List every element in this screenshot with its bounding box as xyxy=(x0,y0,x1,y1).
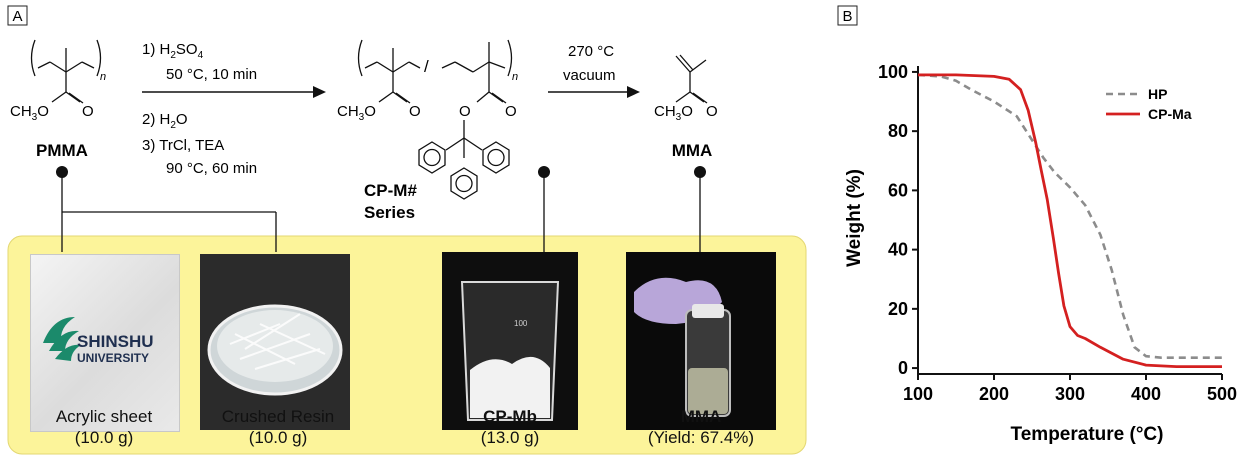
pyrolysis-condition: vacuum xyxy=(563,67,616,84)
legend-label-hp: HP xyxy=(1148,86,1167,102)
pmma-structure xyxy=(30,39,102,104)
caption-acrylic-sheet-line2: (10.0 g) xyxy=(74,428,134,447)
y-tick-label: 20 xyxy=(888,299,908,319)
pmma-carbonyl-o: O xyxy=(82,103,94,120)
mma-name: MMA xyxy=(672,141,713,160)
panel-a-label: A xyxy=(12,8,22,25)
svg-text:SHINSHU: SHINSHU xyxy=(77,332,154,351)
petri-dish-icon xyxy=(207,304,343,396)
y-tick-label: 0 xyxy=(898,358,908,378)
series-line-hp xyxy=(917,73,1222,359)
y-tick-label: 100 xyxy=(878,62,908,82)
condition-step-3: 90 °C, 60 min xyxy=(166,160,257,177)
panel-b-label: B xyxy=(842,8,852,25)
reaction-arrow-1-head xyxy=(313,86,326,98)
panel-b-label-box xyxy=(837,5,858,26)
reagent-step-1: 1) H2SO4 xyxy=(142,41,204,61)
mma-carbonyl-o: O xyxy=(706,103,718,120)
caption-cp-mb-line2: (13.0 g) xyxy=(480,428,540,447)
cp-slash: / xyxy=(424,57,429,76)
y-axis-label: Weight (%) xyxy=(844,169,865,267)
caption-acrylic-sheet-line1: Acrylic sheet xyxy=(55,407,153,426)
pmma-name: PMMA xyxy=(36,141,88,160)
cp-structure xyxy=(357,39,513,200)
panel-a-label-box xyxy=(7,5,28,26)
caption-cp-mb-line1: CP-Mb xyxy=(483,407,537,426)
svg-text:100: 100 xyxy=(514,319,528,328)
pmma-methoxy: CH3O xyxy=(10,103,49,123)
pmma-n: n xyxy=(100,71,106,83)
chart-series xyxy=(917,73,1222,368)
reaction-arrow-2-head xyxy=(627,86,640,98)
y-tick-label: 40 xyxy=(888,240,908,260)
caption-crushed-resin: Crushed Resin (10.0 g) xyxy=(192,407,364,448)
connector-dot-mma xyxy=(694,166,706,178)
reagent-step-3: 3) TrCl, TEA xyxy=(142,137,224,154)
x-tick-label: 100 xyxy=(903,384,933,404)
pyrolysis-temp: 270 °C xyxy=(568,43,614,60)
x-tick-label: 500 xyxy=(1207,384,1237,404)
mma-structure xyxy=(675,54,708,104)
caption-cp-mb: CP-Mb (13.0 g) xyxy=(424,407,596,448)
y-tick-label: 60 xyxy=(888,180,908,200)
caption-mma-line1: MMA xyxy=(680,407,722,426)
cp-carbonyl-o: O xyxy=(409,103,421,120)
series-line-cp-ma xyxy=(918,73,1222,368)
caption-crushed-resin-line1: Crushed Resin xyxy=(221,407,335,426)
photo-cp-mb: 100 xyxy=(442,252,578,430)
caption-mma: MMA (Yield: 67.4%) xyxy=(612,407,790,448)
y-tick-label: 80 xyxy=(888,121,908,141)
caption-crushed-resin-line2: (10.0 g) xyxy=(248,428,308,447)
cp-name-line1: CP-M# xyxy=(364,181,417,200)
connector-lines xyxy=(61,172,701,252)
mma-methoxy: CH3O xyxy=(654,103,693,123)
reagent-step-2: 2) H2O xyxy=(142,111,188,131)
beaker-icon: 100 xyxy=(460,281,560,421)
connector-dot-cp xyxy=(538,166,550,178)
cp-name-line2: Series xyxy=(364,203,415,222)
chart-axes: 100 200 300 400 500 0 20 40 60 80 100 xyxy=(878,62,1237,404)
cp-ester-carbonyl-o: O xyxy=(505,103,517,120)
caption-acrylic-sheet: Acrylic sheet (10.0 g) xyxy=(18,407,190,448)
svg-text:UNIVERSITY: UNIVERSITY xyxy=(77,351,149,365)
caption-mma-line2: (Yield: 67.4%) xyxy=(647,428,755,447)
cp-ester-o: O xyxy=(459,103,471,120)
condition-step-1: 50 °C, 10 min xyxy=(166,66,257,83)
photo-acrylic-sheet: SHINSHU UNIVERSITY xyxy=(30,254,180,432)
photo-mma xyxy=(626,252,776,430)
x-axis-label: Temperature (°C) xyxy=(1011,424,1164,445)
cp-methoxy: CH3O xyxy=(337,103,376,123)
cp-n: n xyxy=(512,71,518,83)
x-tick-label: 300 xyxy=(1055,384,1085,404)
photo-crushed-resin xyxy=(200,254,350,430)
vial-hand-icon xyxy=(634,277,731,417)
legend-label-cp-ma: CP-Ma xyxy=(1148,106,1192,122)
chart-legend: HP CP-Ma xyxy=(1106,86,1192,122)
x-tick-label: 400 xyxy=(1131,384,1161,404)
connector-dot-pmma xyxy=(56,166,68,178)
x-tick-label: 200 xyxy=(979,384,1009,404)
shinshu-logo-icon: SHINSHU UNIVERSITY xyxy=(43,317,154,365)
